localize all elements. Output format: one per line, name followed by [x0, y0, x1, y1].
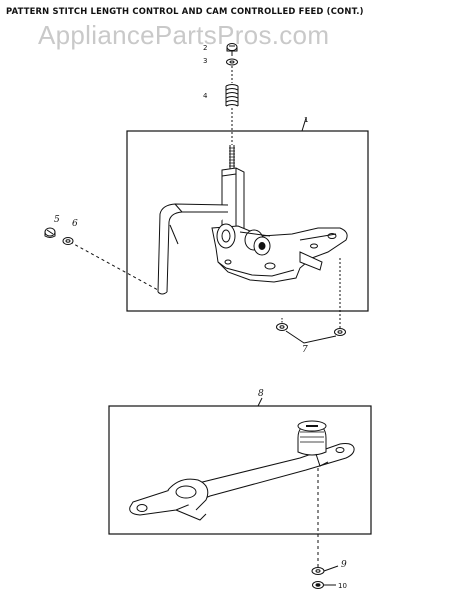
leader-line-left [69, 241, 159, 291]
pivot-roller [216, 223, 271, 256]
callout-9: 9 [341, 560, 347, 570]
leader-line-9 [323, 565, 339, 572]
assembly-frame-upper [126, 130, 369, 312]
part-10-nut [312, 581, 324, 589]
leader-line-7 [285, 330, 337, 344]
part-7-nut-left [276, 318, 288, 331]
callout-3: 3 [203, 57, 207, 65]
part-4-spring [225, 84, 239, 107]
callout-7: 7 [302, 345, 308, 355]
part-7-nut-right [334, 258, 346, 336]
callout-8: 8 [258, 389, 264, 399]
threaded-stud [229, 145, 235, 170]
watermark: AppliancePartsPros.com [38, 20, 330, 50]
part-2-screw [226, 43, 238, 56]
feed-arm [129, 443, 355, 521]
callout-10: 10 [338, 582, 347, 590]
leader-line-1 [301, 117, 307, 132]
callout-4: 4 [203, 92, 208, 100]
callout-1: 1 [304, 116, 308, 124]
part-6-washer [62, 237, 74, 245]
part-3-washer [226, 58, 238, 66]
diagram-title: PATTERN STITCH LENGTH CONTROL AND CAM CO… [6, 6, 364, 16]
adjust-screw [297, 420, 329, 467]
callout-2: 2 [203, 44, 207, 52]
leader-line-8 [257, 397, 263, 407]
part-5-screw [44, 227, 56, 238]
callout-6: 6 [72, 219, 78, 229]
assembly-frame-lower [108, 405, 372, 535]
part-9-washer [311, 567, 325, 575]
callout-5: 5 [54, 215, 60, 225]
